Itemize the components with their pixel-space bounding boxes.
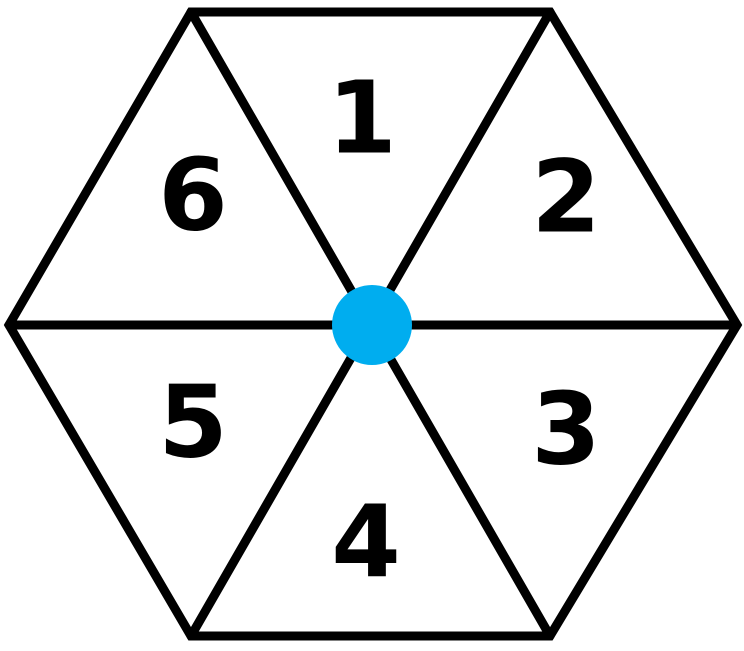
segment-label-2: 2 <box>531 139 601 256</box>
segment-label-1: 1 <box>327 60 397 177</box>
center-dot <box>332 285 412 365</box>
segment-label-4: 4 <box>331 484 401 601</box>
segment-label-6: 6 <box>158 137 228 254</box>
segment-label-3: 3 <box>531 371 601 488</box>
segment-label-5: 5 <box>158 364 228 481</box>
